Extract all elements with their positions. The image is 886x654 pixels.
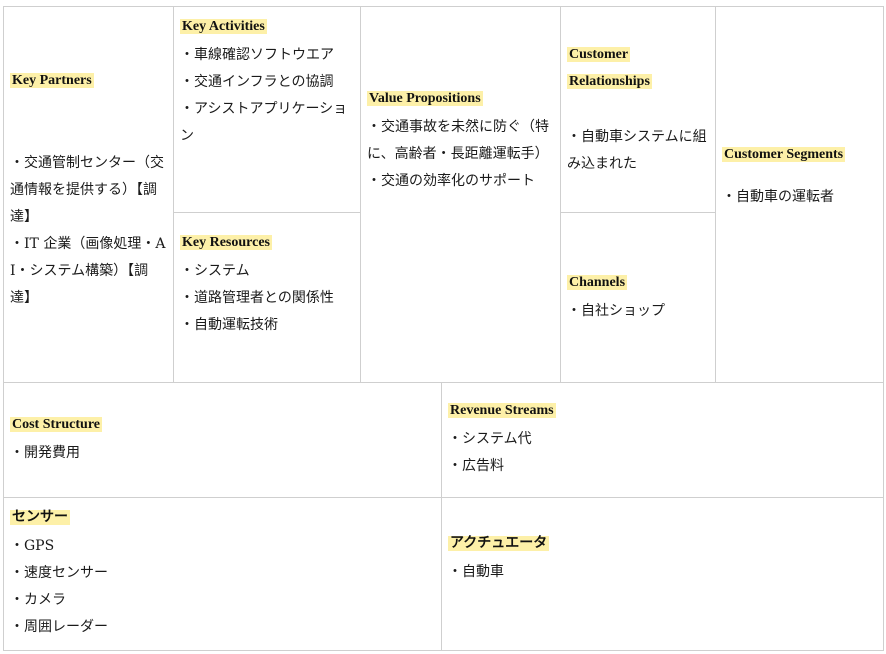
cost-structure-title: Cost Structure — [10, 417, 103, 432]
channels-item: ・自社ショップ — [567, 303, 665, 319]
revenue-streams-title: Revenue Streams — [448, 403, 556, 418]
key-partners-cell: Key Partners ・交通管制センター（交通情報を提供する）【調達】 ・I… — [3, 6, 174, 383]
cost-structure-cell: Cost Structure ・開発費用 — [3, 382, 442, 498]
actuators-cell: アクチュエータ ・自動車 — [441, 497, 884, 651]
sensors-title: センサー — [10, 510, 70, 525]
key-partners-item: ・IT 企業（画像処理・AI・システム構築）【調達】 — [10, 236, 166, 306]
key-activities-item: ・アシストアプリケーション — [180, 101, 348, 144]
key-resources-title: Key Resources — [180, 235, 272, 250]
sensors-item: ・カメラ — [10, 592, 66, 608]
customer-segments-item: ・自動車の運転者 — [722, 189, 834, 205]
cost-structure-item: ・開発費用 — [10, 445, 80, 461]
key-resources-item: ・システム — [180, 263, 250, 279]
customer-relationships-item: ・自動車システムに組み込まれた — [567, 129, 707, 172]
revenue-streams-item: ・システム代 — [448, 431, 532, 447]
actuators-title: アクチュエータ — [448, 536, 550, 551]
sensors-item: ・周囲レーダー — [10, 619, 108, 635]
value-propositions-item: ・交通の効率化のサポート — [367, 173, 535, 189]
canvas-table: Key Partners ・交通管制センター（交通情報を提供する）【調達】 ・I… — [3, 6, 884, 651]
customer-segments-cell: Customer Segments ・自動車の運転者 — [715, 6, 884, 383]
customer-relationships-title-line1: Customer — [567, 47, 631, 62]
key-activities-item: ・交通インフラとの協調 — [180, 74, 334, 90]
channels-title: Channels — [567, 275, 628, 290]
sensors-cell: センサー ・GPS ・速度センサー ・カメラ ・周囲レーダー — [3, 497, 442, 651]
value-propositions-item: ・交通事故を未然に防ぐ（特に、高齢者・長距離運転手） — [367, 119, 549, 162]
revenue-streams-item: ・広告料 — [448, 458, 504, 474]
key-resources-cell: Key Resources ・システム ・道路管理者との関係性 ・自動運転技術 — [173, 212, 361, 383]
key-activities-item: ・車線確認ソフトウエア — [180, 47, 334, 63]
sensors-item: ・GPS — [10, 538, 55, 554]
value-propositions-title: Value Propositions — [367, 91, 483, 106]
channels-cell: Channels ・自社ショップ — [560, 212, 716, 383]
value-propositions-cell: Value Propositions ・交通事故を未然に防ぐ（特に、高齢者・長距… — [360, 6, 561, 383]
customer-segments-title: Customer Segments — [722, 147, 846, 162]
key-resources-item: ・自動運転技術 — [180, 317, 278, 333]
key-partners-title: Key Partners — [10, 73, 94, 88]
key-resources-item: ・道路管理者との関係性 — [180, 290, 334, 306]
business-model-canvas: Key Partners ・交通管制センター（交通情報を提供する）【調達】 ・I… — [3, 6, 884, 651]
customer-relationships-cell: Customer Relationships ・自動車システムに組み込まれた — [560, 6, 716, 213]
customer-relationships-title-line2: Relationships — [567, 74, 652, 89]
actuators-item: ・自動車 — [448, 564, 504, 580]
key-activities-cell: Key Activities ・車線確認ソフトウエア ・交通インフラとの協調 ・… — [173, 6, 361, 213]
revenue-streams-cell: Revenue Streams ・システム代 ・広告料 — [441, 382, 884, 498]
key-partners-item: ・交通管制センター（交通情報を提供する）【調達】 — [10, 155, 164, 225]
sensors-item: ・速度センサー — [10, 565, 108, 581]
key-activities-title: Key Activities — [180, 19, 267, 34]
